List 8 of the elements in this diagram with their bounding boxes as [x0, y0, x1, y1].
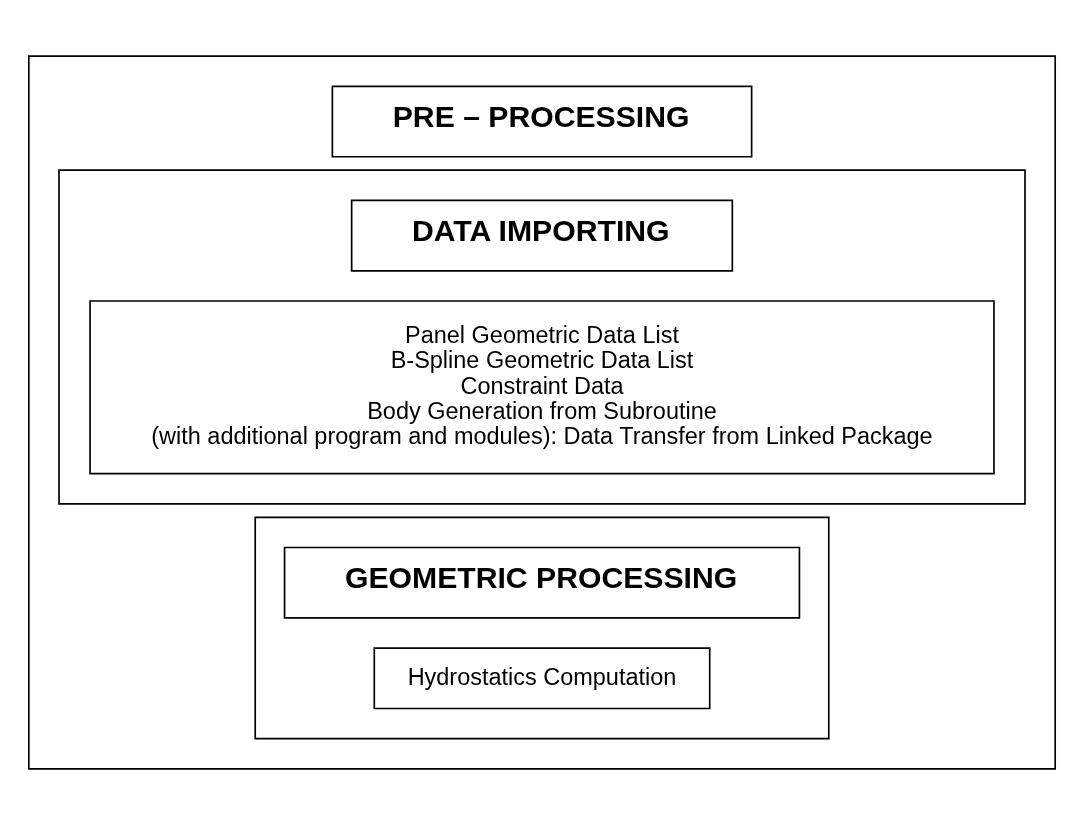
- node-box: GEOMETRIC PROCESSING: [283, 546, 801, 619]
- node-box: DATA IMPORTING: [350, 199, 734, 272]
- cluster: [58, 169, 1026, 505]
- node-box: PRE – PROCESSING: [331, 85, 753, 158]
- node-box: Hydrostatics Computation: [373, 647, 711, 710]
- cluster: [254, 516, 830, 740]
- node-box: Panel Geometric Data List B-Spline Geometric Data List Constraint Data Body Generation from Subroutine (with additional program and modules): Data Transfer from Linked Package: [89, 300, 995, 475]
- cluster: [28, 55, 1056, 770]
